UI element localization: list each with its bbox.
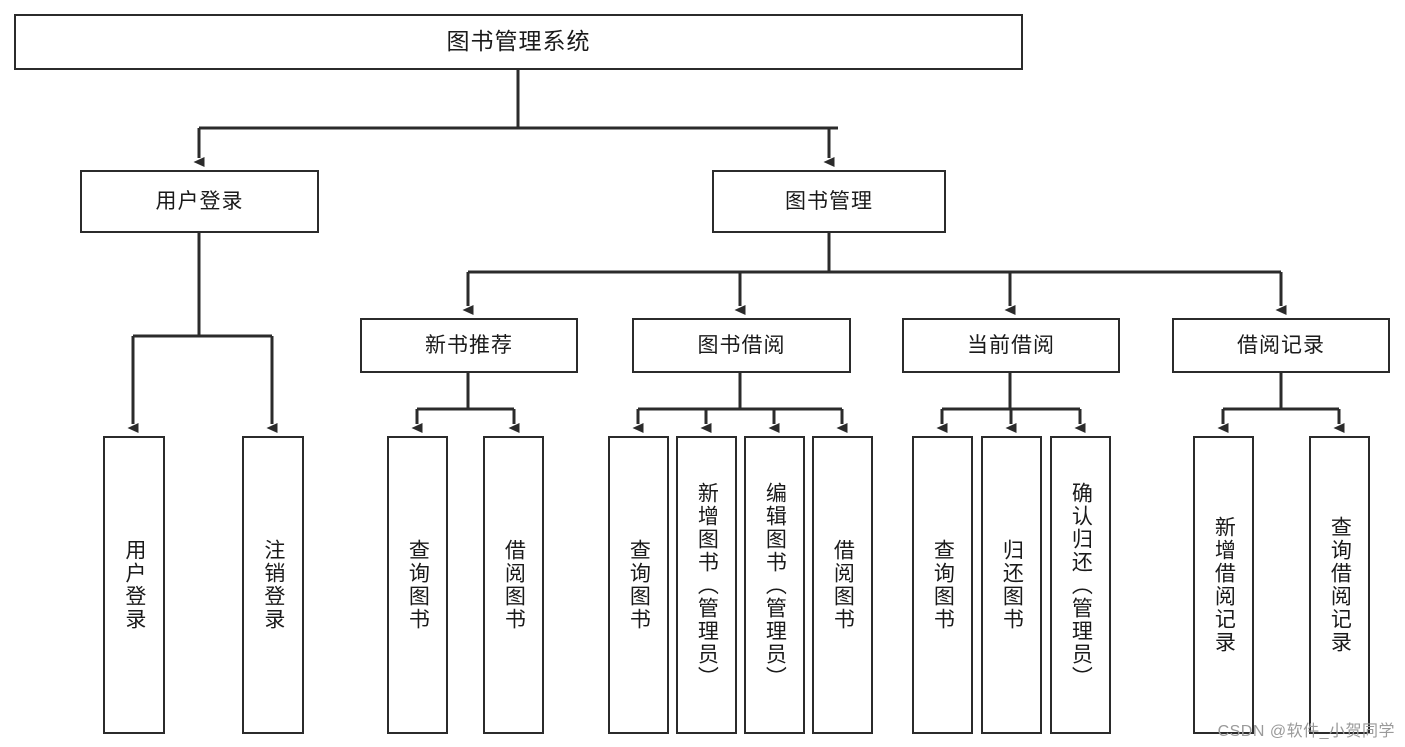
leaf-label: 确认归还（管理员） <box>1069 481 1093 689</box>
leaf-records-add-record[interactable]: 新增借阅记录 <box>1193 436 1254 734</box>
leaf-new-book-borrow[interactable]: 借阅图书 <box>483 436 544 734</box>
leaf-label: 注销登录 <box>261 539 285 631</box>
node-borrow-records[interactable]: 借阅记录 <box>1172 318 1390 373</box>
node-new-book-recommend[interactable]: 新书推荐 <box>360 318 578 373</box>
leaf-label: 用户登录 <box>122 539 146 631</box>
node-current-borrow[interactable]: 当前借阅 <box>902 318 1120 373</box>
leaf-label: 借阅图书 <box>831 539 855 631</box>
leaf-new-book-query[interactable]: 查询图书 <box>387 436 448 734</box>
leaf-label: 查询图书 <box>931 539 955 631</box>
node-book-management[interactable]: 图书管理 <box>712 170 946 233</box>
leaf-label: 新增图书（管理员） <box>695 481 719 689</box>
leaf-label: 编辑图书（管理员） <box>763 481 787 689</box>
leaf-label: 借阅图书 <box>502 539 526 631</box>
leaf-current-confirm-return-admin[interactable]: 确认归还（管理员） <box>1050 436 1111 734</box>
node-root-system[interactable]: 图书管理系统 <box>14 14 1023 70</box>
leaf-borrow-query-book[interactable]: 查询图书 <box>608 436 669 734</box>
leaf-current-query-book[interactable]: 查询图书 <box>912 436 973 734</box>
leaf-borrow-add-book-admin[interactable]: 新增图书（管理员） <box>676 436 737 734</box>
leaf-label: 归还图书 <box>1000 539 1024 631</box>
leaf-label: 查询借阅记录 <box>1328 516 1352 654</box>
leaf-user-login-signout[interactable]: 注销登录 <box>242 436 304 734</box>
leaf-label: 查询图书 <box>406 539 430 631</box>
leaf-borrow-edit-book-admin[interactable]: 编辑图书（管理员） <box>744 436 805 734</box>
csdn-watermark: CSDN @软件_小贺同学 <box>1217 723 1395 740</box>
leaf-user-login-signin[interactable]: 用户登录 <box>103 436 165 734</box>
leaf-borrow-borrow-book[interactable]: 借阅图书 <box>812 436 873 734</box>
leaf-label: 查询图书 <box>627 539 651 631</box>
node-user-login[interactable]: 用户登录 <box>80 170 319 233</box>
leaf-label: 新增借阅记录 <box>1212 516 1236 654</box>
leaf-records-query-record[interactable]: 查询借阅记录 <box>1309 436 1370 734</box>
node-book-borrow[interactable]: 图书借阅 <box>632 318 851 373</box>
leaf-current-return-book[interactable]: 归还图书 <box>981 436 1042 734</box>
